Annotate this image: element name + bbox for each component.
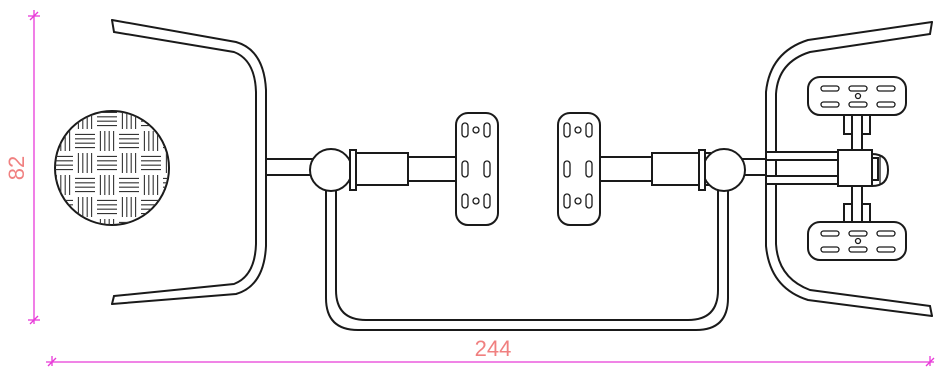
round-seat-pad (54, 110, 170, 226)
right-ball-joint (698, 148, 746, 192)
right-frame (765, 21, 933, 317)
lower-support-tube (325, 189, 729, 331)
height-dimension-label: 82 (4, 156, 29, 180)
right-pedal (557, 112, 601, 226)
left-pedal (455, 112, 499, 226)
upper-right-foot-plate (807, 76, 907, 116)
right-axle-assembly (765, 109, 890, 229)
left-connector-tube (265, 152, 461, 186)
lower-right-foot-plate (807, 221, 907, 261)
height-dimension: 82 (4, 10, 40, 325)
width-dimension-label: 244 (475, 336, 512, 361)
left-ball-joint (309, 148, 357, 192)
width-dimension: 244 (46, 336, 935, 367)
